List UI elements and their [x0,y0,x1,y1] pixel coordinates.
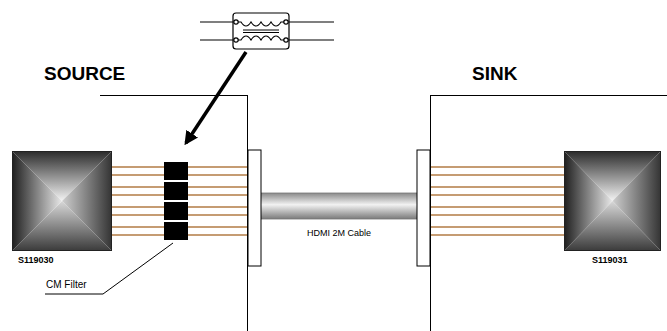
wire [430,186,565,188]
chip-package [12,151,112,251]
wire [430,166,565,168]
chip-face [62,151,112,251]
wire [430,214,565,216]
callout-label: CM Filter [46,279,87,290]
cable-edge [248,193,430,194]
wire [430,206,565,208]
cable-edge [248,219,430,220]
chip-face [564,151,613,251]
wire [430,194,565,196]
source-connector [248,150,261,266]
cm-filter-block [164,202,188,220]
wire [430,174,565,176]
cm-filter-blocks [164,162,188,240]
cm-filter-block [164,222,188,240]
chip-package [564,151,661,251]
cm-filter-block [164,182,188,200]
hdmi-cable [248,193,430,219]
chip-face [12,151,62,251]
cable-label: HDMI 2M Cable [305,228,373,238]
wire [430,234,565,236]
cm-filter-block [164,162,188,180]
chip-outline [565,152,661,251]
pointer-arrow [186,52,246,143]
source-enclosure: SOURCES119030 [100,95,248,331]
sink-connector [417,150,430,266]
chip-outline [13,152,112,251]
sink-chip: S119031 [564,151,661,251]
chip-face [613,151,662,251]
sink-enclosure: SINKS119031 [430,95,667,331]
wire [430,226,565,228]
section-heading: SINK [472,63,517,85]
part-number: S119030 [18,255,54,265]
source-chip: S119030 [12,151,112,251]
part-number: S119031 [592,255,628,265]
section-heading: SOURCE [44,63,125,85]
choke-symbol [200,13,334,49]
